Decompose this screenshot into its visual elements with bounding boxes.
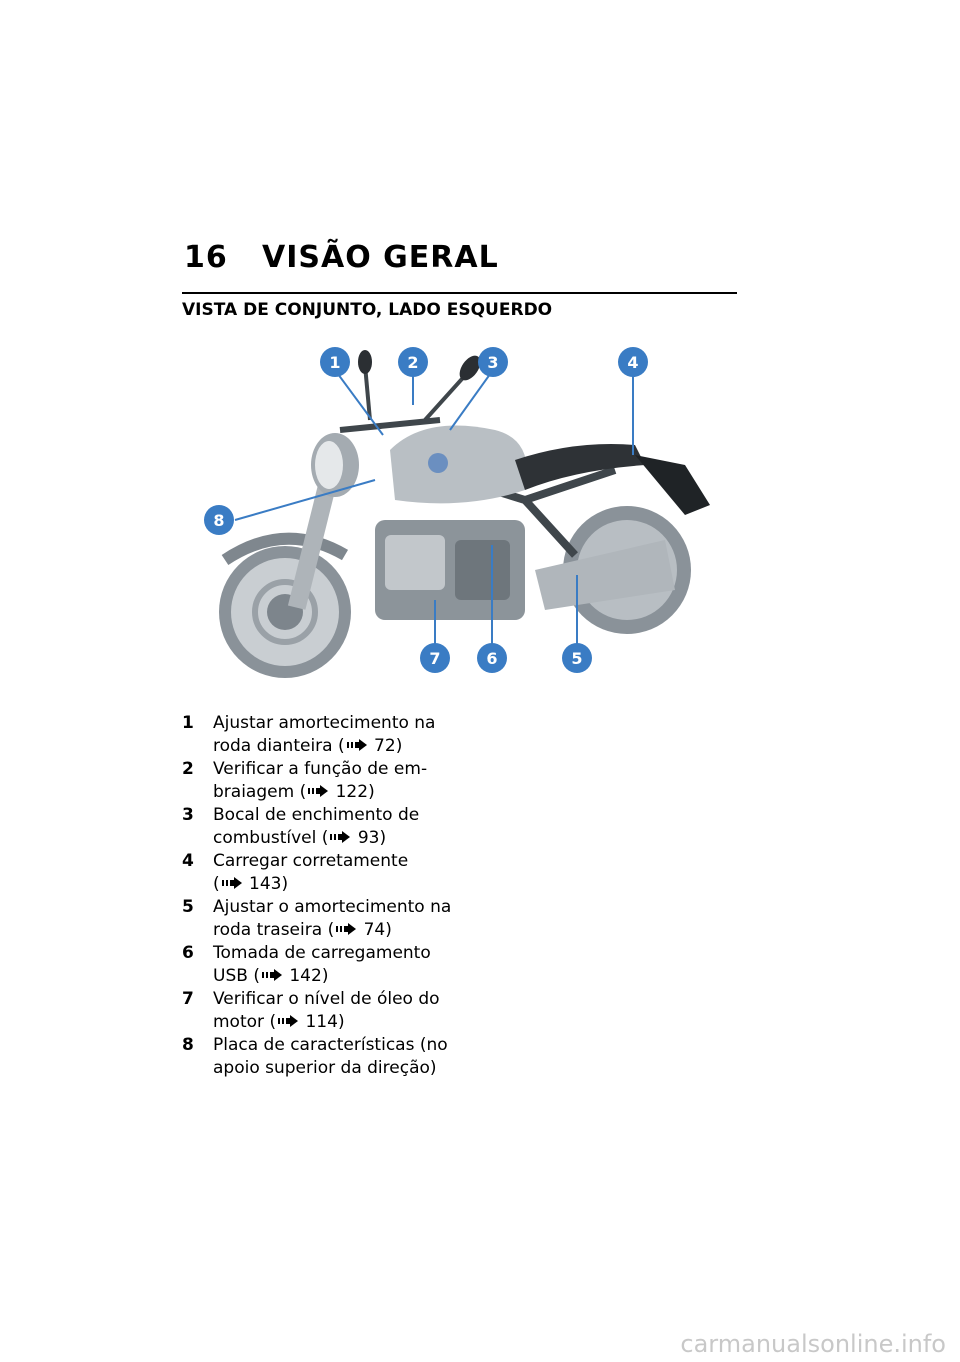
page-reference-arrow-icon (261, 969, 282, 981)
page-number: 16 (184, 240, 228, 275)
page-reference-arrow-icon (278, 1015, 299, 1027)
motorcycle-illustration: 1 2 3 4 5 6 7 8 (204, 347, 710, 678)
page-reference-arrow-icon (336, 923, 357, 935)
watermark: carmanualsonline.info (680, 1330, 946, 1358)
legend-text: Bocal de enchimento de combustível (213, 805, 420, 848)
svg-text:4: 4 (627, 353, 638, 372)
page-reference-arrow-icon (346, 739, 367, 751)
page-reference[interactable]: ( 142) (253, 966, 329, 986)
exhaust (535, 540, 675, 610)
legend-number: 6 (182, 943, 194, 963)
legend-item: 1 Ajustar amortecimento na roda dianteir… (182, 712, 462, 758)
section-title: VISTA DE CONJUNTO, LADO ESQUERDO (182, 300, 553, 320)
legend-number: 1 (182, 713, 194, 733)
callout-3: 3 (478, 347, 508, 377)
legend-number: 5 (182, 897, 194, 917)
left-mirror (358, 350, 372, 374)
callout-2: 2 (398, 347, 428, 377)
legend-item: 5 Ajustar o amortecimento na roda trasei… (182, 896, 462, 942)
right-mirror (459, 355, 481, 381)
legend-item: 7 Verificar o nível de óleo do motor ( 1… (182, 988, 462, 1034)
page-reference[interactable]: ( 72) (338, 736, 403, 756)
seat (515, 444, 645, 490)
page-reference[interactable]: ( 143) (213, 874, 289, 894)
legend-item: 4 Carregar corretamente ( 143) (182, 850, 462, 896)
legend-list: 1 Ajustar amortecimento na roda dianteir… (182, 712, 462, 1080)
legend-item: 2 Verificar a função de em­braiagem ( 12… (182, 758, 462, 804)
fuel-tank (390, 425, 527, 504)
callout-lines (234, 369, 634, 645)
legend-number: 7 (182, 989, 194, 1009)
page-reference-arrow-icon (330, 831, 351, 843)
callout-4: 4 (618, 347, 648, 377)
legend-text: Ajustar amortecimento na roda dianteira (213, 713, 436, 756)
page-reference[interactable]: ( 74) (327, 920, 392, 940)
callout-8: 8 (204, 505, 234, 535)
page-reference-arrow-icon (221, 877, 242, 889)
legend-text: Ajustar o amortecimento na roda traseira (213, 897, 452, 940)
handlebar (339, 417, 441, 433)
page-reference[interactable]: ( 114) (269, 1012, 345, 1032)
front-fender (221, 532, 349, 566)
legend-text: Placa de características (no apoio super… (213, 1035, 448, 1078)
header-rule (182, 292, 737, 294)
svg-text:2: 2 (407, 353, 418, 372)
svg-text:7: 7 (429, 649, 440, 668)
svg-text:5: 5 (571, 649, 582, 668)
legend-item: 6 Tomada de carregamento USB ( 142) (182, 942, 462, 988)
svg-text:8: 8 (213, 511, 224, 530)
svg-text:6: 6 (486, 649, 497, 668)
legend-text: Tomada de carregamento USB (213, 943, 431, 986)
bmw-logo (428, 453, 448, 473)
svg-text:3: 3 (487, 353, 498, 372)
license-plate (635, 455, 710, 515)
legend-item: 3 Bocal de enchimento de combustível ( 9… (182, 804, 462, 850)
callout-5: 5 (562, 643, 592, 673)
legend-number: 2 (182, 759, 194, 779)
legend-number: 3 (182, 805, 194, 825)
legend-text: Carregar corretamente (213, 851, 409, 871)
legend-item: 8 Placa de características (no apoio sup… (182, 1034, 462, 1080)
callout-6: 6 (477, 643, 507, 673)
page-reference[interactable]: ( 122) (299, 782, 375, 802)
legend-text: Verificar o nível de óleo do motor (213, 989, 440, 1032)
svg-text:1: 1 (329, 353, 340, 372)
callout-7: 7 (420, 643, 450, 673)
legend-number: 8 (182, 1035, 194, 1055)
page-reference[interactable]: ( 93) (321, 828, 387, 848)
callout-1: 1 (320, 347, 350, 377)
legend-number: 4 (182, 851, 194, 871)
legend-text: Verificar a função de em­braiagem (213, 759, 428, 802)
page-title: VISÃO GERAL (262, 240, 499, 275)
front-wheel (219, 546, 351, 678)
page-reference-arrow-icon (308, 785, 329, 797)
